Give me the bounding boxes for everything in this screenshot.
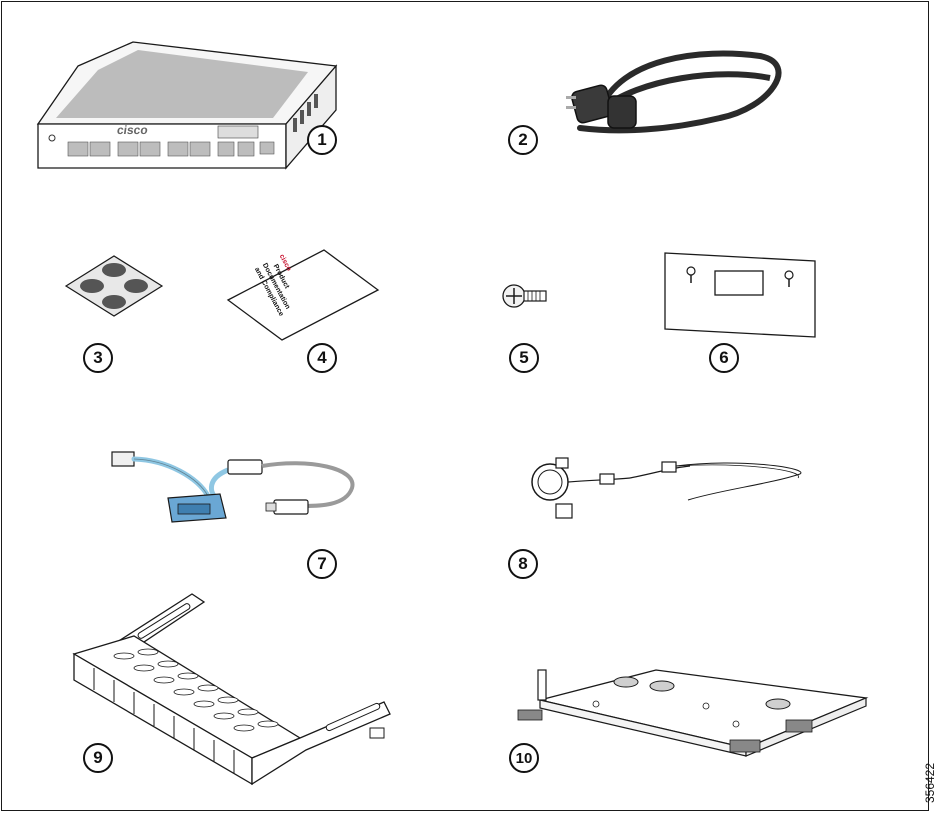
screw-image <box>500 282 552 312</box>
callout-10: 10 <box>509 743 539 773</box>
mounting-tray-image <box>516 666 872 762</box>
callout-9: 9 <box>83 743 113 773</box>
documentation-image: cisco Product Documentation and Complian… <box>228 250 378 340</box>
callout-4: 4 <box>307 343 337 373</box>
power-cord-image <box>560 38 790 148</box>
switch-image: cisco <box>38 38 338 188</box>
figure-id: 356422 <box>923 763 934 803</box>
console-cable-image <box>108 448 358 528</box>
bracket-image <box>74 590 394 790</box>
cable-tether-image <box>520 454 810 530</box>
callout-8: 8 <box>508 549 538 579</box>
switch-logo: cisco <box>116 123 149 137</box>
callout-6: 6 <box>709 343 739 373</box>
callout-2: 2 <box>508 125 538 155</box>
callout-3: 3 <box>83 343 113 373</box>
callout-1: 1 <box>307 125 337 155</box>
rubber-feet-image <box>66 256 162 316</box>
mounting-plate-image <box>665 253 817 337</box>
callout-7: 7 <box>307 549 337 579</box>
callout-5: 5 <box>509 343 539 373</box>
